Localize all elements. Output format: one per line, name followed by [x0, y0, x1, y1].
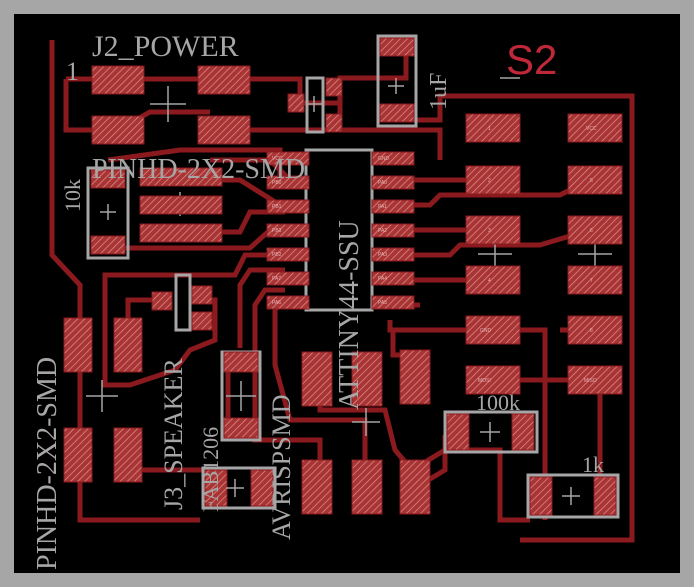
u1-pin-pa3: PA3	[378, 252, 387, 258]
s2-pin-l2: 2	[488, 178, 491, 184]
s2-pin-l5: GND	[480, 328, 492, 334]
u1-pin-pa6: PA6	[272, 300, 281, 306]
pad-labels: VCC PB0 PB1 PB3 PB2 PA7 PA6 GND PA0 PA1 …	[272, 126, 597, 384]
avr-label: AVRISPSMD	[267, 395, 296, 540]
pad-j2-1	[91, 65, 145, 95]
u1-pin-vcc: VCC	[272, 156, 283, 162]
u1-pin-pa0: PA0	[378, 180, 387, 186]
pad-j2-2	[197, 65, 251, 95]
j2-power-label: J2_POWER	[92, 30, 239, 63]
u1-pin-pb1: PB1	[272, 204, 282, 210]
r100k-label: 100k	[476, 390, 520, 415]
s2-pin-r3: 6	[590, 228, 593, 234]
u1-pin-pa7: PA7	[272, 276, 281, 282]
u1-pin-pa1: PA1	[378, 204, 387, 210]
u1-pin-pb0: PB0	[272, 180, 282, 186]
pinhd-top-label: PINHD-2X2-SMD	[92, 154, 305, 185]
c1uf-label: 1uF	[426, 73, 452, 110]
fab1206-label: FAB1206	[198, 427, 223, 512]
s2-pin-r1: VCC	[586, 126, 597, 132]
s2-pin-r4: 7	[590, 278, 593, 284]
u1-pin-pa4: PA4	[378, 276, 387, 282]
s2-pin-l4: 4	[488, 278, 491, 284]
r1k-label: 1k	[582, 452, 604, 477]
pad-j2-3	[91, 115, 145, 145]
speaker-label: J3_SPEAKER	[159, 358, 188, 510]
pinhd-left-label: PINHD-2X2-SMD	[32, 357, 63, 570]
u1-pin-pb2: PB2	[272, 252, 282, 258]
attiny-label: ATTINY44-SSU	[334, 220, 365, 410]
s2-pin-r5: 8	[590, 328, 593, 334]
s2-pin-l1: 1	[488, 126, 491, 132]
s2-pin-l6: MOSI	[478, 378, 491, 384]
u1-pin-gnd: GND	[378, 156, 390, 162]
smd-pads	[63, 37, 623, 516]
pad-j2-4	[197, 115, 251, 145]
s2-pin-l3: 3	[488, 228, 491, 234]
s2-pin-r6: MISO	[584, 378, 597, 384]
pin1-label: 1	[66, 57, 79, 86]
s2-marker-label: S2	[506, 36, 557, 83]
u1-pin-pa2: PA2	[378, 228, 387, 234]
component-center-markers	[100, 78, 580, 505]
u1-pin-pa5: PA5	[378, 300, 387, 306]
u1-pin-pb3: PB3	[272, 228, 282, 234]
r10k-label: 10k	[60, 179, 85, 212]
s2-pin-r2: 5	[590, 178, 593, 184]
